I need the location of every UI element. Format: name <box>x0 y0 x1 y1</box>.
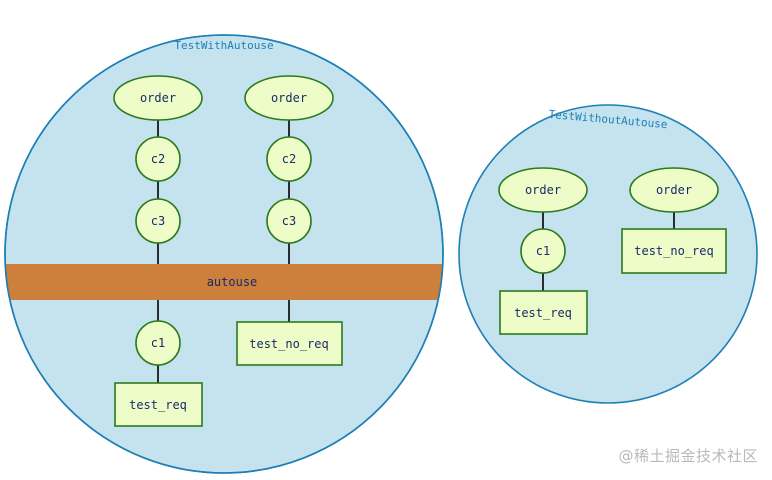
test-node-test-no-req <box>236 321 343 366</box>
fixture-label-order: order <box>271 91 307 105</box>
scope-test-with-autouse: TestWithAutouse autouse order c2 c3 c1 t… <box>4 34 444 474</box>
watermark-text: @稀土掘金技术社区 <box>618 447 758 465</box>
fixture-label-c1: c1 <box>151 336 165 350</box>
fixture-node-order <box>113 75 203 121</box>
fixture-node-c2 <box>135 136 181 182</box>
fixture-node-c2 <box>266 136 312 182</box>
test-node-test-no-req <box>621 228 727 274</box>
fixture-node-order <box>629 167 719 213</box>
fixture-node-c1 <box>520 228 566 274</box>
fixture-label-c1: c1 <box>536 244 550 258</box>
test-label-test-req: test_req <box>514 306 572 320</box>
autouse-label: autouse <box>207 275 258 289</box>
test-node-test-req <box>499 290 588 335</box>
fixture-label-c2: c2 <box>151 152 165 166</box>
fixture-label-order: order <box>656 183 692 197</box>
fixture-node-order <box>498 167 588 213</box>
test-label-test-no-req: test_no_req <box>249 337 328 351</box>
scope-test-without-autouse: TestWithoutAutouse order c1 test_req ord… <box>458 104 758 404</box>
fixture-label-c3: c3 <box>282 214 296 228</box>
autouse-band <box>5 264 443 300</box>
fixture-node-c3 <box>266 198 312 244</box>
fixture-node-c1 <box>135 320 181 366</box>
fixture-label-c3: c3 <box>151 214 165 228</box>
fixture-node-order <box>244 75 334 121</box>
test-node-test-req <box>114 382 203 427</box>
fixture-label-order: order <box>525 183 561 197</box>
scope-boundary-left <box>4 34 444 474</box>
fixture-node-c3 <box>135 198 181 244</box>
scope-outline-left <box>4 34 444 474</box>
test-label-test-req: test_req <box>129 398 187 412</box>
chain-test-no-req-left: order c2 c3 test_no_req <box>236 75 343 366</box>
test-label-test-no-req: test_no_req <box>634 244 713 258</box>
scope-title-left: TestWithAutouse <box>174 39 273 52</box>
chain-test-req-left: order c2 c3 c1 test_req <box>113 75 203 427</box>
fixture-label-order: order <box>140 91 176 105</box>
chain-test-no-req-right: order test_no_req <box>621 167 727 274</box>
chain-test-req-right: order c1 test_req <box>498 167 588 335</box>
fixture-label-c2: c2 <box>282 152 296 166</box>
